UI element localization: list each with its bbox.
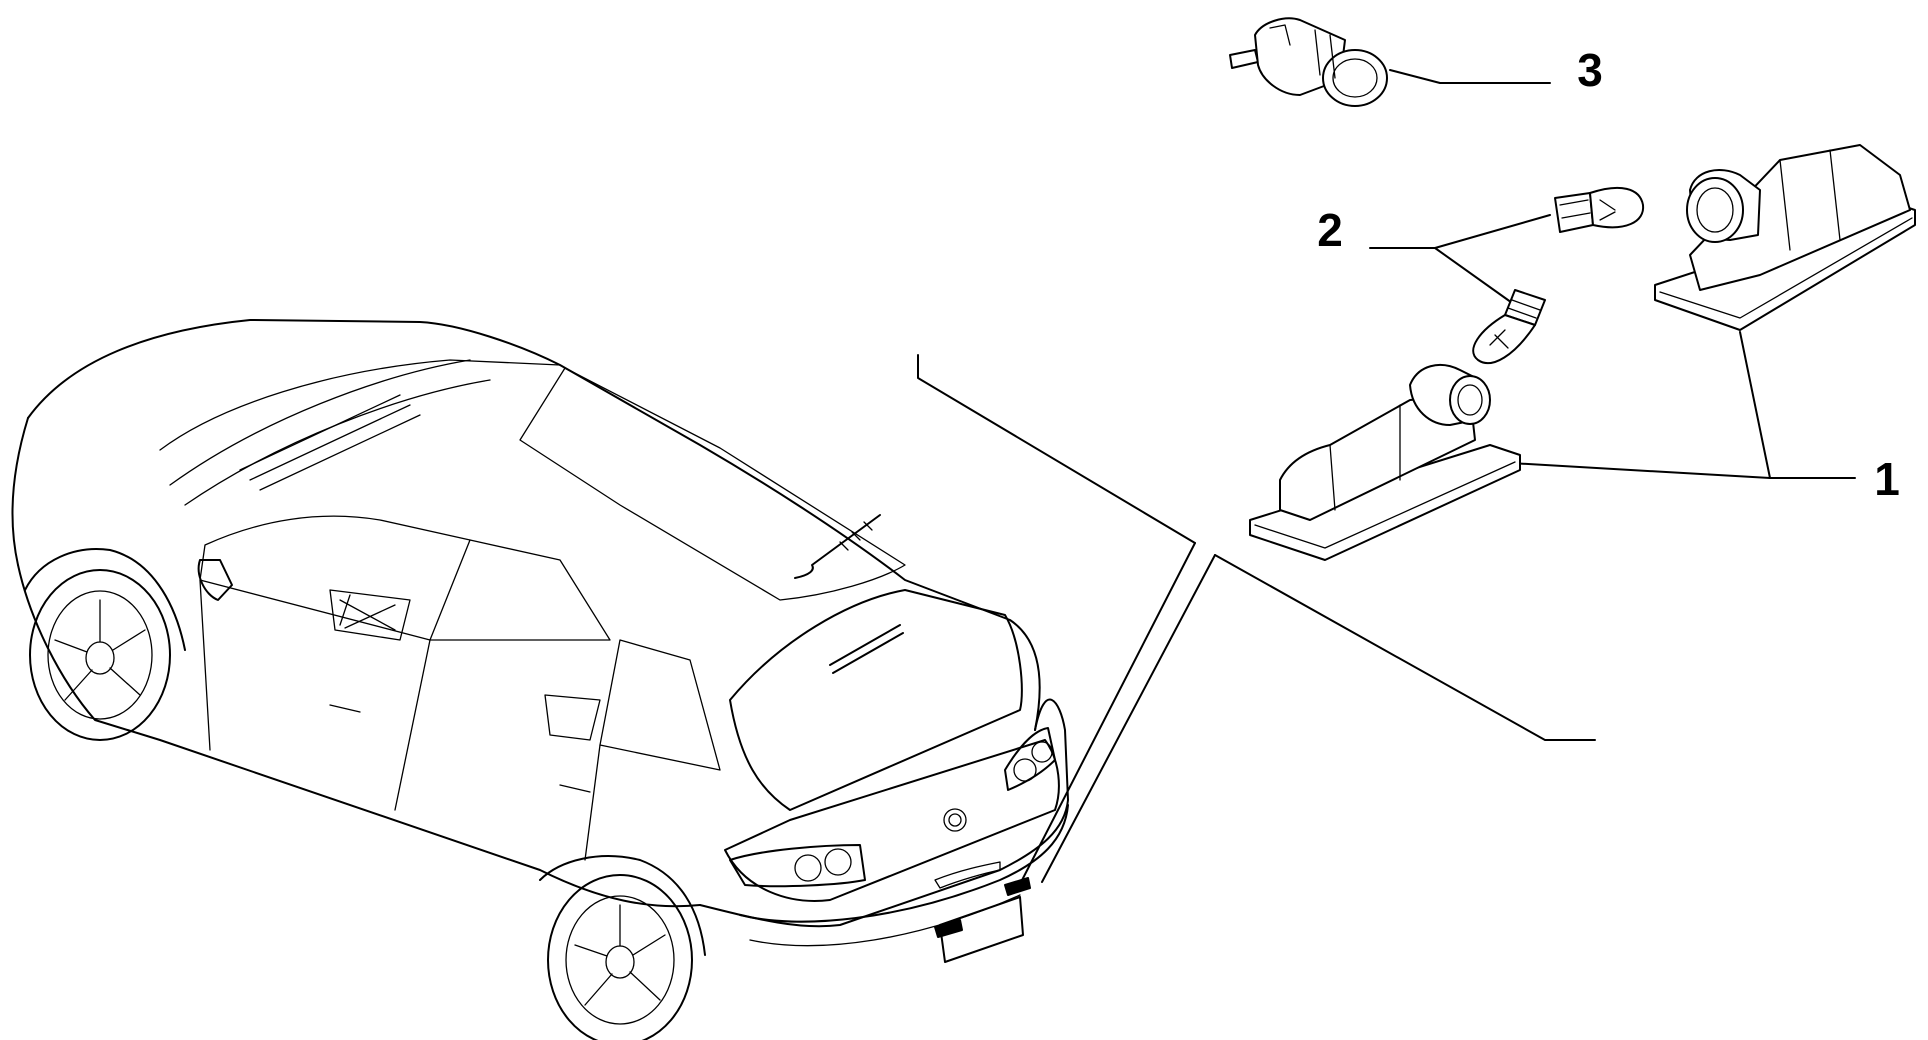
bulb-upper [1554, 186, 1645, 233]
callout-labels: 1 2 3 [1317, 44, 1900, 505]
part-2-bulbs [1472, 186, 1645, 365]
callout-3: 3 [1577, 44, 1603, 96]
callout-2: 2 [1317, 204, 1343, 256]
callout-1: 1 [1874, 453, 1900, 505]
front-wheel [29, 569, 171, 741]
part-3-lamp-holder [1229, 17, 1388, 107]
bulb-lower [1472, 289, 1546, 365]
plate-lamp-lower [1249, 364, 1521, 561]
plate-lamp-upper [1654, 144, 1916, 331]
car-illustration [11, 319, 1069, 1040]
part-1-plate-lamps [1249, 144, 1916, 561]
leader-lines [917, 69, 1856, 889]
rear-wheel [547, 874, 693, 1040]
